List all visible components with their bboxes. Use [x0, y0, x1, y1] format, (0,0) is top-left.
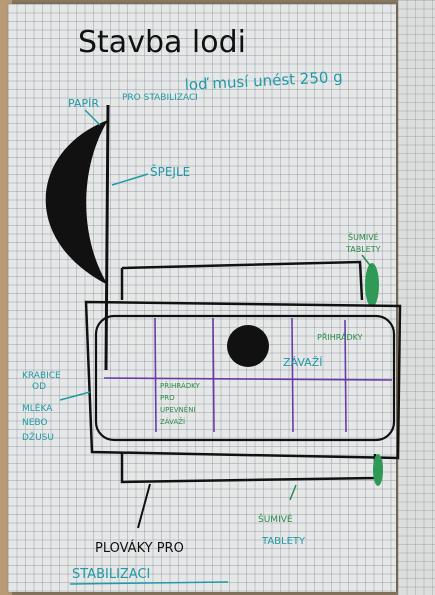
tablets-top-label-1: ŠUMIVÉ: [348, 231, 379, 242]
tablets-top-arrow: [362, 255, 372, 268]
box-arrow: [60, 392, 90, 400]
tablets-bottom-arrow: [290, 485, 296, 500]
tablets-bottom-label-1: ŠUMIVÉ: [258, 513, 293, 525]
partitions-label-3: PRO: [160, 394, 175, 402]
box-label-3: MLÉKA: [22, 402, 53, 414]
paper-sail: [46, 120, 108, 285]
partitions-label-5: ZÁVAŽÍ: [160, 417, 185, 426]
skewer-arrow: [112, 174, 148, 185]
box-label-1: KRABICE: [22, 371, 61, 381]
partitions-label-1: PŘIHRÁDKY: [317, 331, 363, 342]
paper-arrow: [85, 110, 100, 125]
paper-label: PAPÍR: [68, 97, 99, 110]
boat-back-edge: [122, 262, 362, 300]
paper-purpose-label: PRO STABILIZACI: [122, 93, 198, 103]
box-label-4: NEBO: [22, 418, 48, 428]
floats-label-1: PLOVÁKY PRO: [95, 540, 184, 556]
floats-label-2: STABILIZACI: [72, 567, 150, 582]
weight-disc: [227, 325, 269, 367]
requirement-note: loď musí unést 250 g: [184, 68, 343, 94]
tablets-top-label-2: TABLETY: [345, 245, 381, 254]
skewer-mast: [106, 105, 108, 370]
box-label-2: OD: [32, 382, 46, 392]
tablets-bottom-label-2: TABLETY: [261, 536, 306, 547]
partitions-label-2: PŘIHRÁDKY: [160, 381, 201, 390]
tablet-bottom: [373, 454, 383, 486]
skewer-label: ŠPEJLE: [150, 164, 190, 179]
partitions-label-4: UPEVNĚNÍ: [160, 405, 196, 414]
floats-underline: [70, 582, 228, 584]
tablet-top: [365, 263, 379, 307]
weight-label: ZÁVAŽÍ: [283, 356, 322, 369]
page-title: Stavba lodi: [78, 25, 246, 60]
floats-arrow: [138, 484, 150, 528]
box-label-5: DŽUSU: [22, 431, 54, 443]
